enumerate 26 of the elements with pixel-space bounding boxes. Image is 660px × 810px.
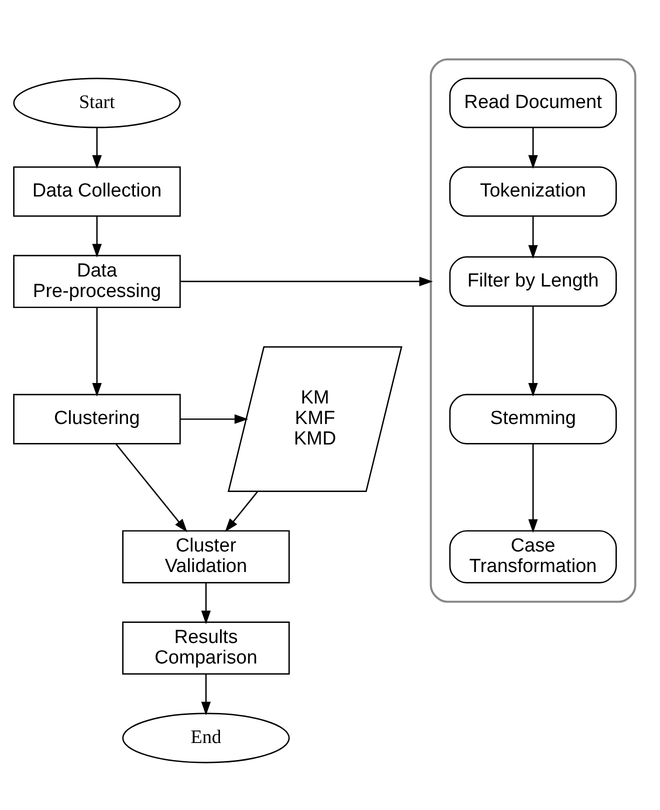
node-box: Cluster Validation <box>122 530 290 583</box>
node-box: Results Comparison <box>122 621 290 674</box>
node-box: Clustering <box>13 393 181 444</box>
arrow <box>180 414 248 424</box>
node-box: Tokenization <box>449 166 617 216</box>
arrow <box>201 674 211 715</box>
arrow <box>92 216 102 258</box>
arrow <box>528 443 538 532</box>
node-box: Data Pre-processing <box>13 254 181 308</box>
arrow <box>528 216 538 258</box>
node-box: Read Document <box>449 77 617 128</box>
arrow <box>92 127 102 168</box>
arrow <box>528 306 538 396</box>
node-box: Case Transformation <box>449 530 617 583</box>
cluster <box>430 58 636 602</box>
arrow <box>224 490 258 532</box>
node-box: Filter by Length <box>449 256 617 306</box>
arrow <box>528 127 538 168</box>
node-ellipse: End <box>122 712 290 763</box>
node-box: Data Collection <box>13 166 181 216</box>
arrow <box>115 443 188 532</box>
node-ellipse: Start <box>13 77 181 128</box>
node-box: Stemming <box>449 393 617 444</box>
arrow <box>201 582 211 624</box>
arrow <box>92 307 102 396</box>
arrow <box>180 276 433 286</box>
